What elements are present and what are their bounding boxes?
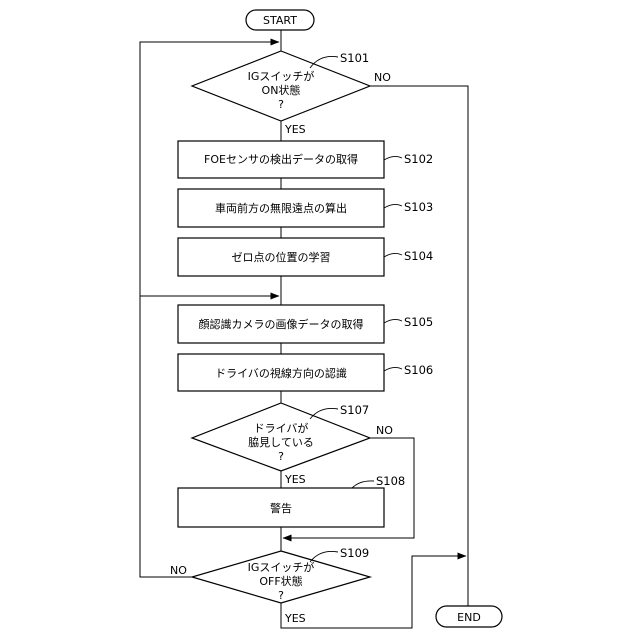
s107-no-label: NO — [376, 424, 393, 437]
s108-text: 警告 — [270, 501, 292, 515]
edge-loop-s105 — [140, 286, 279, 296]
s109-line-3: ? — [278, 589, 284, 602]
process-s103: 車両前方の無限遠点の算出 S103 — [178, 189, 433, 227]
start-terminal: START — [246, 10, 314, 30]
process-s106: ドライバの視線方向の認識 S106 — [178, 354, 433, 391]
s108-leader — [352, 481, 374, 488]
s107-line-1: ドライバが — [254, 421, 309, 435]
s101-no-label: NO — [374, 71, 391, 84]
s102-text: FOEセンサの検出データの取得 — [204, 152, 358, 166]
start-label: START — [263, 14, 297, 27]
s103-leader — [384, 204, 402, 208]
s101-id: S101 — [340, 51, 369, 65]
s105-text: 顔認識カメラの画像データの取得 — [199, 317, 364, 331]
s109-yes-label: YES — [284, 612, 306, 625]
s104-text: ゼロ点の位置の学習 — [232, 250, 331, 264]
s106-leader — [384, 367, 402, 371]
s107-line-3: ? — [278, 450, 284, 463]
s101-line-2: ON状態 — [262, 83, 301, 97]
s102-leader — [384, 156, 402, 160]
s104-leader — [384, 253, 402, 257]
s107-yes-label: YES — [284, 473, 306, 486]
s109-line-1: IGスイッチが — [248, 560, 315, 574]
s101-line-1: IGスイッチが — [248, 69, 315, 83]
s103-id: S103 — [404, 200, 433, 214]
s101-line-3: ? — [278, 98, 284, 111]
end-label: END — [457, 611, 481, 624]
s107-id: S107 — [340, 403, 369, 417]
s102-id: S102 — [404, 152, 433, 166]
process-s102: FOEセンサの検出データの取得 S102 — [178, 141, 433, 178]
decision-s107: ドライバが 脇見している ? S107 NO YES — [192, 403, 393, 486]
s109-no-label: NO — [170, 564, 187, 577]
s104-id: S104 — [404, 249, 433, 263]
end-terminal: END — [436, 606, 502, 627]
s101-yes-label: YES — [284, 123, 306, 136]
s107-line-2: 脇見している — [248, 436, 314, 449]
process-s105: 顔認識カメラの画像データの取得 S105 — [178, 305, 433, 343]
s109-id: S109 — [340, 546, 369, 560]
decision-s109: IGスイッチが OFF状態 ? S109 NO YES — [170, 546, 370, 625]
process-s104: ゼロ点の位置の学習 S104 — [178, 238, 433, 276]
s105-leader — [384, 319, 402, 323]
s103-text: 車両前方の無限遠点の算出 — [215, 201, 347, 215]
s108-id: S108 — [376, 474, 405, 488]
s106-id: S106 — [404, 363, 433, 377]
decision-s101: IGスイッチが ON状態 ? S101 NO YES — [192, 51, 391, 136]
s109-line-2: OFF状態 — [259, 574, 302, 588]
s106-text: ドライバの視線方向の認識 — [215, 366, 347, 380]
s105-id: S105 — [404, 315, 433, 329]
